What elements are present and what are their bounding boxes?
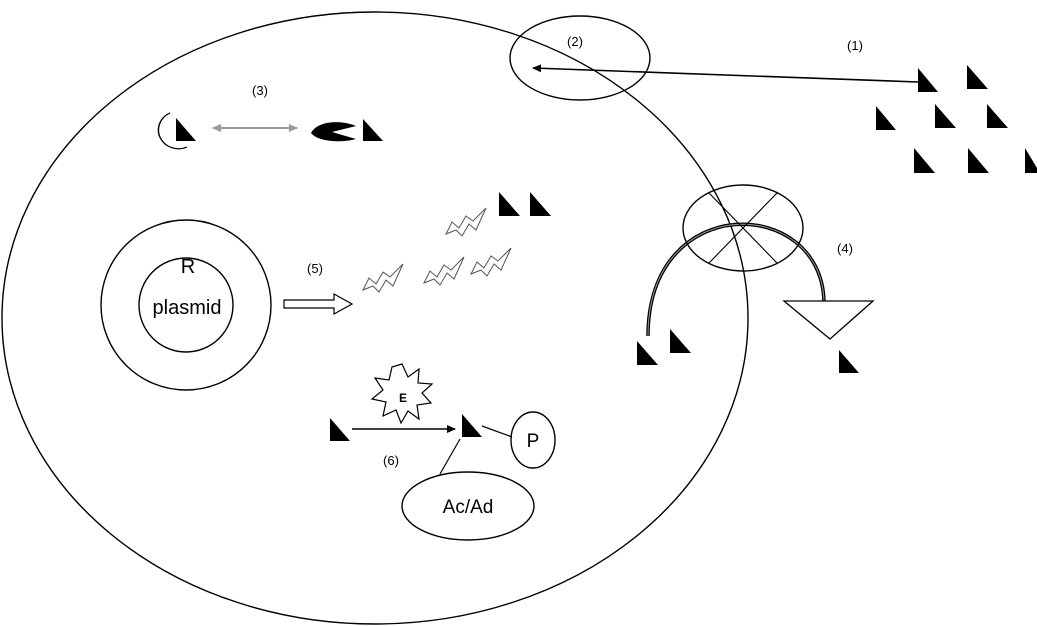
antibiotic-wedge-icon bbox=[839, 350, 859, 373]
step-label-3: (3) bbox=[252, 83, 268, 98]
efflux-arc-highlight bbox=[647, 223, 825, 337]
antibiotic-wedge-icon bbox=[499, 192, 520, 216]
antibiotic-wedge-icon bbox=[462, 414, 482, 437]
lightning-bolt-icon bbox=[422, 256, 465, 286]
efflux-funnel bbox=[782, 300, 875, 340]
crescent-icon bbox=[157, 112, 188, 150]
cell-membrane bbox=[1, 11, 749, 625]
p-connector bbox=[481, 425, 513, 438]
antibiotic-wedge-icon bbox=[330, 418, 350, 441]
step-label-1: (1) bbox=[847, 38, 863, 53]
starburst-icon bbox=[370, 363, 434, 425]
antibiotic-wedge-icon bbox=[918, 68, 938, 92]
step-label-2: (2) bbox=[567, 34, 583, 49]
antibiotic-wedge-icon bbox=[968, 148, 989, 173]
efflux-pump: (4) bbox=[637, 184, 875, 373]
antibiotic-wedge-icon bbox=[935, 104, 956, 128]
antibiotic-wedge-icon bbox=[987, 104, 1008, 128]
antibiotic-wedge-icon bbox=[637, 341, 658, 365]
plasmid-r-label: R bbox=[181, 256, 195, 278]
lightning-bolt-icon bbox=[361, 263, 404, 293]
acad-label: Ac/Ad bbox=[443, 497, 494, 518]
antibiotic-wedge-icon bbox=[176, 118, 196, 141]
step-label-4: (4) bbox=[837, 241, 853, 256]
enzymatic-modification: E P Ac/Ad (6) bbox=[330, 363, 556, 541]
plasmid: R plasmid bbox=[100, 219, 272, 391]
plasmid-label: plasmid bbox=[153, 297, 222, 319]
antibiotic-wedge-icon bbox=[914, 148, 935, 173]
import-arrow bbox=[532, 64, 919, 83]
antibiotic-wedge-icon bbox=[670, 329, 691, 353]
enzyme-production: (5) bbox=[283, 192, 551, 316]
antibiotic-wedge-icon bbox=[967, 65, 988, 89]
acad-connector bbox=[439, 438, 461, 475]
lightning-bolt-icon bbox=[469, 247, 512, 277]
antibiotic-wedge-icon bbox=[363, 119, 383, 141]
antibiotic-wedge-icon bbox=[1025, 148, 1037, 173]
porin-channel bbox=[509, 15, 651, 101]
enzyme-label: E bbox=[399, 391, 407, 405]
hollow-arrow-icon bbox=[283, 292, 354, 316]
antibiotic-wedge-icon bbox=[876, 106, 896, 130]
target-modification: (3) bbox=[157, 83, 383, 150]
external-antibiotics bbox=[876, 65, 1037, 173]
acetyl-adenyl-group bbox=[401, 471, 535, 541]
phosphate-group bbox=[510, 411, 556, 469]
step-label-6: (6) bbox=[383, 453, 399, 468]
lightning-bolt-icon bbox=[444, 207, 487, 237]
plasmid-outer-ring bbox=[100, 219, 272, 391]
efflux-pump-icon bbox=[682, 184, 804, 272]
antibiotic-wedge-icon bbox=[530, 192, 551, 216]
plasmid-inner-ring bbox=[138, 257, 234, 353]
p-label: P bbox=[527, 431, 540, 452]
step-label-5: (5) bbox=[307, 261, 323, 276]
modified-target-icon bbox=[311, 122, 356, 142]
